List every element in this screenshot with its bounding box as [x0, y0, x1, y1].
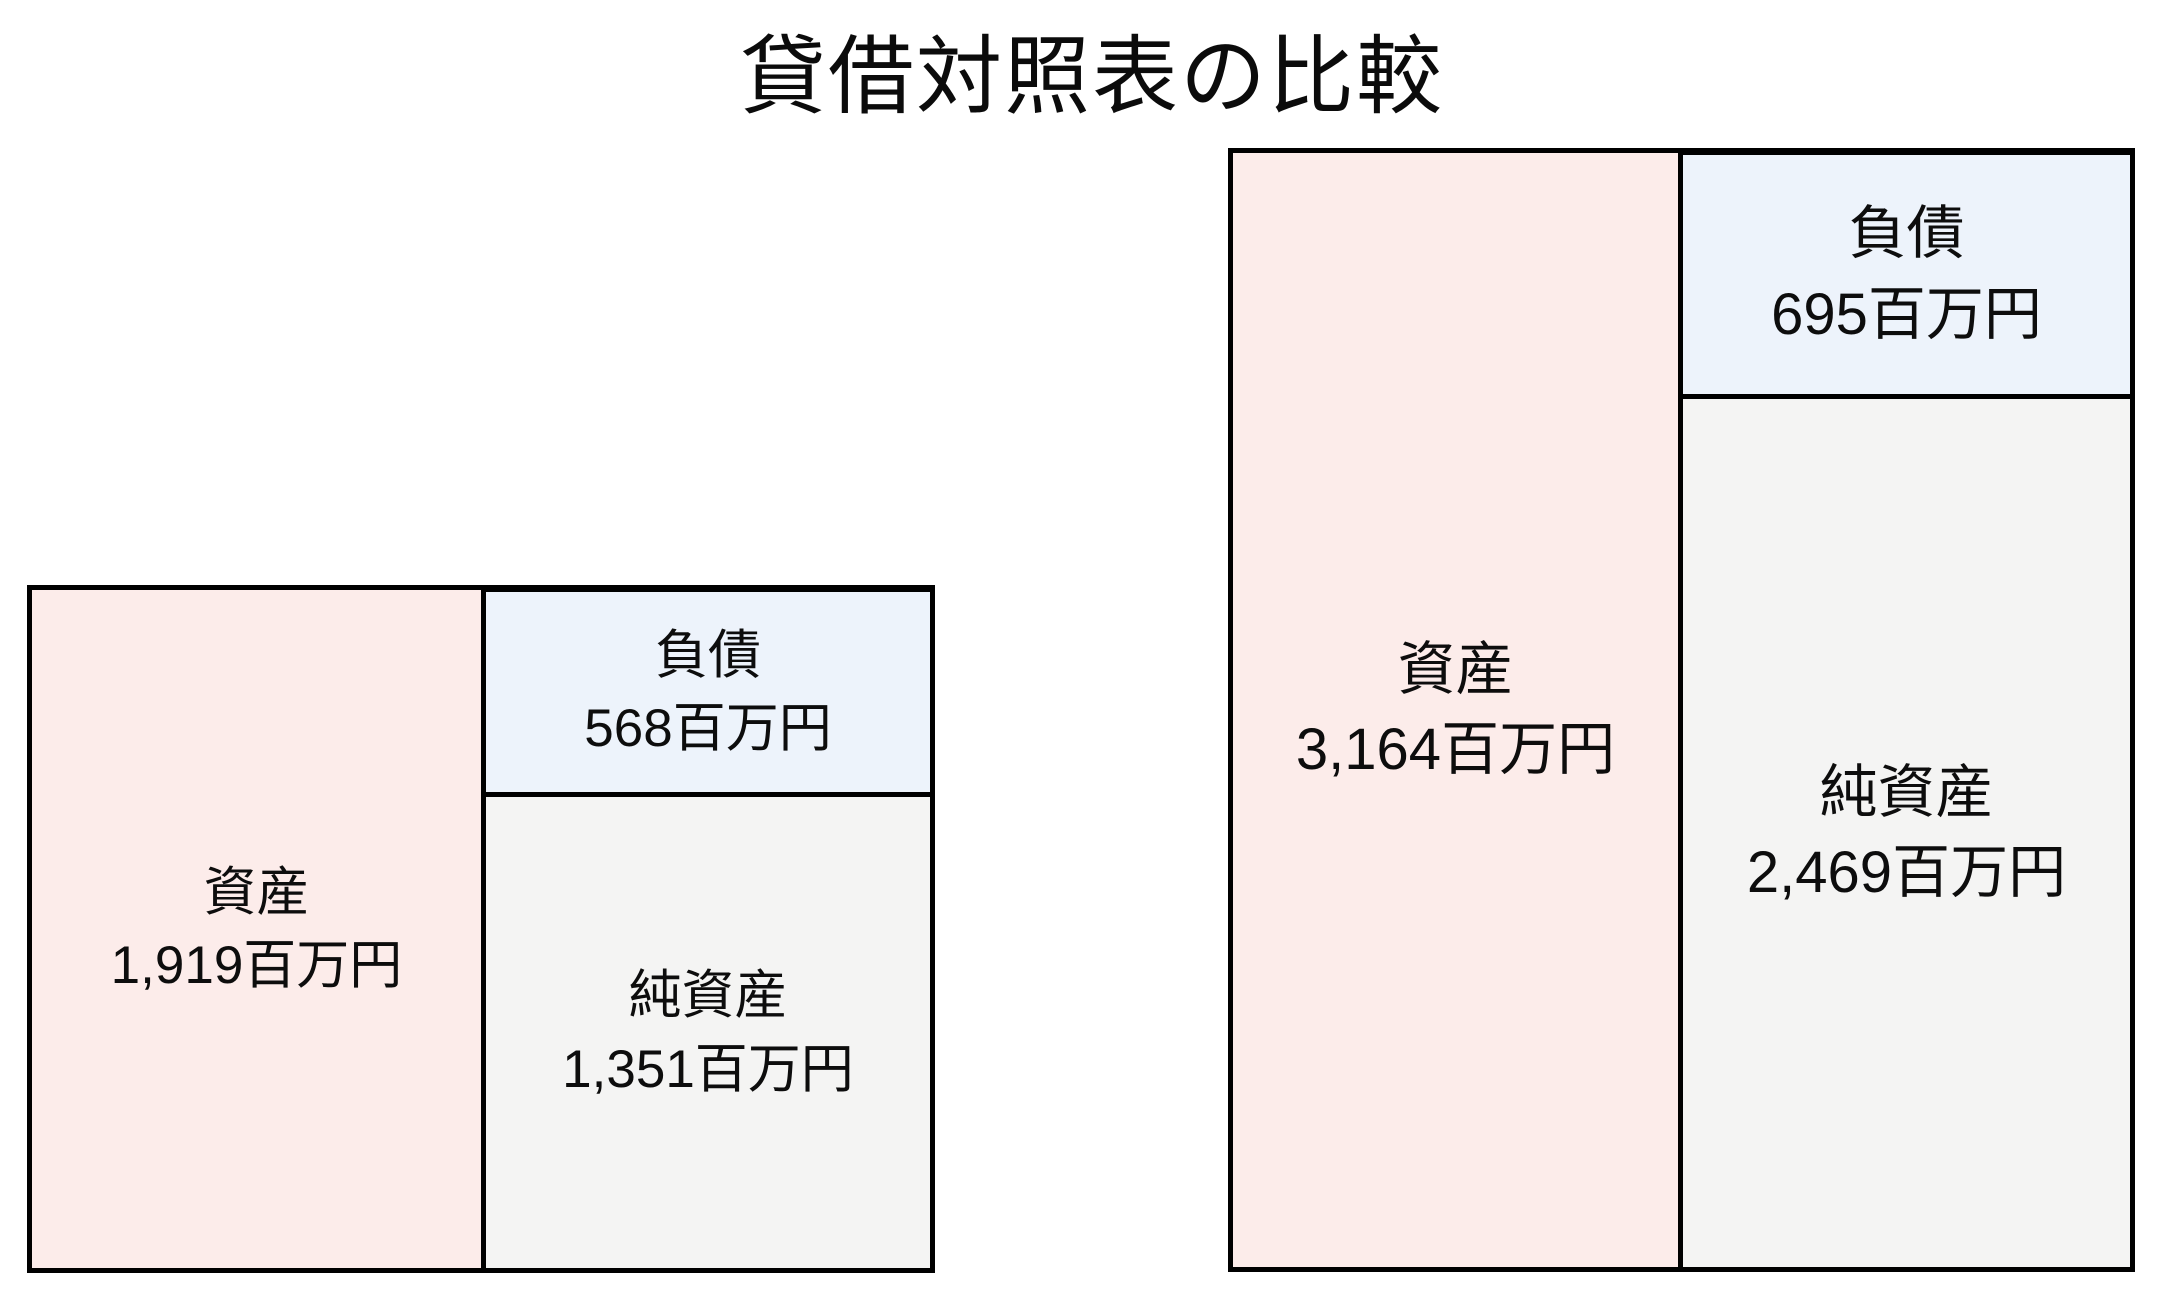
right-liabilities-box: 負債 695百万円	[1678, 148, 2135, 399]
left-net-assets-box: 純資産 1,351百万円	[481, 792, 935, 1273]
left-liabilities-amount: 568百万円	[584, 699, 832, 758]
left-net-assets-amount: 1,351百万円	[562, 1039, 854, 1099]
right-liabilities-label: 負債	[1848, 201, 1965, 267]
right-liabilities-amount: 695百万円	[1771, 281, 2042, 347]
left-liabilities-box: 負債 568百万円	[481, 585, 935, 797]
left-liabilities-label: 負債	[655, 625, 761, 685]
left-assets-box: 資産 1,919百万円	[27, 585, 486, 1273]
right-net-assets-box: 純資産 2,469百万円	[1678, 394, 2135, 1272]
right-net-assets-label: 純資産	[1819, 759, 1994, 825]
balance-sheet-right: 資産 3,164百万円 負債 695百万円 純資産 2,469百万円	[1228, 148, 2135, 1272]
balance-sheet-left: 資産 1,919百万円 負債 568百万円 純資産 1,351百万円	[27, 585, 935, 1273]
right-assets-label: 資産	[1397, 636, 1514, 702]
left-assets-amount: 1,919百万円	[110, 936, 403, 995]
right-assets-box: 資産 3,164百万円	[1228, 148, 1683, 1272]
right-assets-amount: 3,164百万円	[1295, 717, 1616, 782]
chart-title: 貸借対照表の比較	[740, 29, 1444, 125]
right-net-assets-amount: 2,469百万円	[1746, 840, 2067, 905]
left-assets-label: 資産	[203, 862, 310, 922]
left-net-assets-label: 純資産	[628, 966, 788, 1026]
